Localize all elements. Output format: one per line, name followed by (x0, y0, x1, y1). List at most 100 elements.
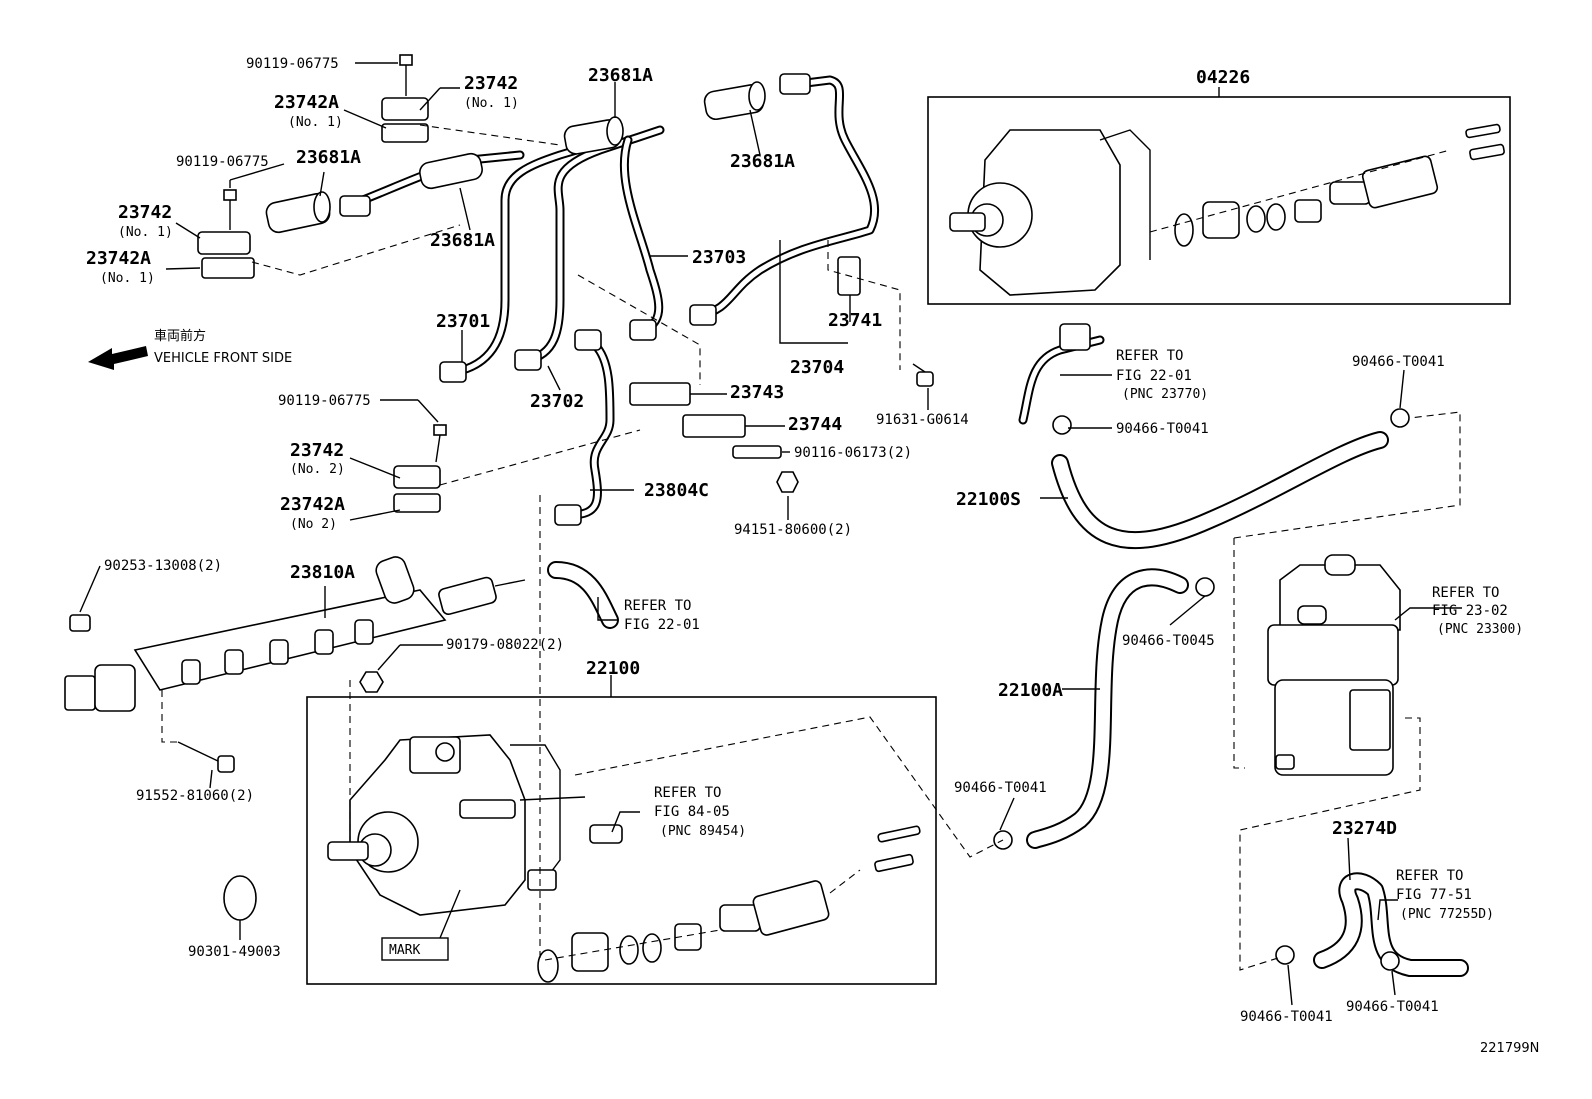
ref5-line3: (PNC 77255D) (1400, 907, 1494, 922)
fuel-filter (1267, 554, 1401, 776)
clip-90466-a (1052, 415, 1072, 435)
label-23742-b-sub: (No. 1) (118, 225, 173, 240)
dashed-leaders (161, 124, 1461, 971)
ref4-line3: (PNC 89454) (660, 824, 746, 839)
ref3-line3: (PNC 23300) (1437, 622, 1523, 637)
hose-ref-22-01 (547, 561, 619, 629)
label-23742-c: 23742 (290, 440, 344, 461)
pump-solenoid-22100 (519, 796, 921, 983)
clip-90466-e (1275, 945, 1295, 965)
label-91552-81060: 91552-81060(2) (136, 788, 254, 804)
label-90119-06775-a: 90119-06775 (246, 56, 339, 72)
clamp-23742-no1-top (381, 54, 429, 143)
label-90466-T0041-e: 90466-T0041 (1346, 999, 1439, 1015)
bolt-91631 (916, 371, 934, 387)
label-23744: 23744 (788, 414, 842, 435)
clamp-23744 (682, 414, 746, 438)
diagram-id: 221799N (1480, 1041, 1539, 1056)
label-90466-T0041-a: 90466-T0041 (1116, 421, 1209, 437)
ref4-line1: REFER TO (654, 785, 721, 801)
label-23810A: 23810A (290, 562, 355, 583)
vehicle-front-arrow-icon (88, 346, 148, 370)
ref4-line2: FIG 84-05 (654, 804, 730, 820)
label-90466-T0041-c: 90466-T0041 (954, 780, 1047, 796)
clip-90466-b (1390, 408, 1410, 428)
ref5-line2: FIG 77-51 (1396, 887, 1472, 903)
ref3-line1: REFER TO (1432, 585, 1499, 601)
label-23703: 23703 (692, 247, 746, 268)
label-91631-G0614: 91631-G0614 (876, 412, 969, 428)
direction-en: VEHICLE FRONT SIDE (154, 351, 292, 366)
clamp-23742-no1-left (197, 189, 255, 279)
label-23681A-a: 23681A (296, 147, 361, 168)
label-94151-80600: 94151-80600(2) (734, 522, 852, 538)
plug-90253 (69, 614, 91, 632)
pump-kit-04226 (949, 123, 1505, 296)
label-23804C: 23804C (644, 480, 709, 501)
label-90466-T0041-d: 90466-T0041 (1240, 1009, 1333, 1025)
label-23743: 23743 (730, 382, 784, 403)
label-90179-08022: 90179-08022(2) (446, 637, 564, 653)
label-23681A-mid: 23681A (430, 230, 495, 251)
label-04226: 04226 (1196, 67, 1250, 88)
label-23741: 23741 (828, 310, 882, 331)
label-23681A-top: 23681A (588, 65, 653, 86)
clamp-23743 (629, 382, 691, 406)
ref1-line1: REFER TO (1116, 348, 1183, 364)
ref2-line2: FIG 22-01 (624, 617, 700, 633)
label-23701: 23701 (436, 311, 490, 332)
label-23742-c-sub: (No. 2) (290, 462, 345, 477)
label-90119-06775-c: 90119-06775 (278, 393, 371, 409)
ref5-line1: REFER TO (1396, 868, 1463, 884)
mark-box (381, 937, 449, 961)
supply-pump-22100 (327, 734, 561, 916)
leader-lines (79, 62, 1462, 1006)
nut-94151 (776, 471, 799, 493)
label-23274D: 23274D (1332, 818, 1397, 839)
ref1-line2: FIG 22-01 (1116, 368, 1192, 384)
label-90116-06173: 90116-06173(2) (794, 445, 912, 461)
sleeve-23681A-mid (419, 152, 483, 190)
nut-90179 (359, 671, 384, 693)
label-23742-a-sub: (No. 1) (464, 96, 519, 111)
label-23742A-a: 23742A (274, 92, 339, 113)
ref1-line3: (PNC 23770) (1122, 387, 1208, 402)
hose-22100S (1051, 431, 1389, 550)
bolt-90116 (732, 445, 782, 459)
label-23742A-c: 23742A (280, 494, 345, 515)
label-22100: 22100 (586, 658, 640, 679)
label-22100A: 22100A (998, 680, 1063, 701)
sleeve-23681A-right (703, 81, 766, 121)
group-box-22100 (306, 696, 937, 985)
hose-23274D (1313, 872, 1469, 977)
ref3-line2: FIG 23-02 (1432, 603, 1508, 619)
clip-90466-f (1380, 951, 1400, 971)
sleeve-23681A-top (563, 116, 624, 155)
label-23702: 23702 (530, 391, 584, 412)
bolt-91552 (177, 741, 235, 773)
label-90301-49003: 90301-49003 (188, 944, 281, 960)
ref2-line1: REFER TO (624, 598, 691, 614)
label-90253-13008: 90253-13008(2) (104, 558, 222, 574)
label-23742-a: 23742 (464, 73, 518, 94)
hose-22100A (1026, 568, 1189, 849)
label-22100S: 22100S (956, 489, 1021, 510)
label-mark: MARK (389, 943, 420, 958)
common-rail-23810A (64, 556, 526, 712)
label-23704: 23704 (790, 357, 844, 378)
clamp-23742-no2 (393, 424, 447, 513)
label-90466-T0041-b: 90466-T0041 (1352, 354, 1445, 370)
pipe-ref-22-01-top (1018, 323, 1105, 425)
direction-jp: 車両前方 (154, 328, 206, 344)
clip-90466-c (1195, 577, 1215, 597)
label-90466-T0045: 90466-T0045 (1122, 633, 1215, 649)
label-23742A-b-sub: (No. 1) (100, 271, 155, 286)
label-23742A-c-sub: (No 2) (290, 517, 337, 532)
sleeve-23681A-left (265, 191, 331, 234)
label-23681A-right: 23681A (730, 151, 795, 172)
label-23742A-a-sub: (No. 1) (288, 115, 343, 130)
o-ring-90301 (223, 875, 257, 921)
label-90119-06775-b: 90119-06775 (176, 154, 269, 170)
